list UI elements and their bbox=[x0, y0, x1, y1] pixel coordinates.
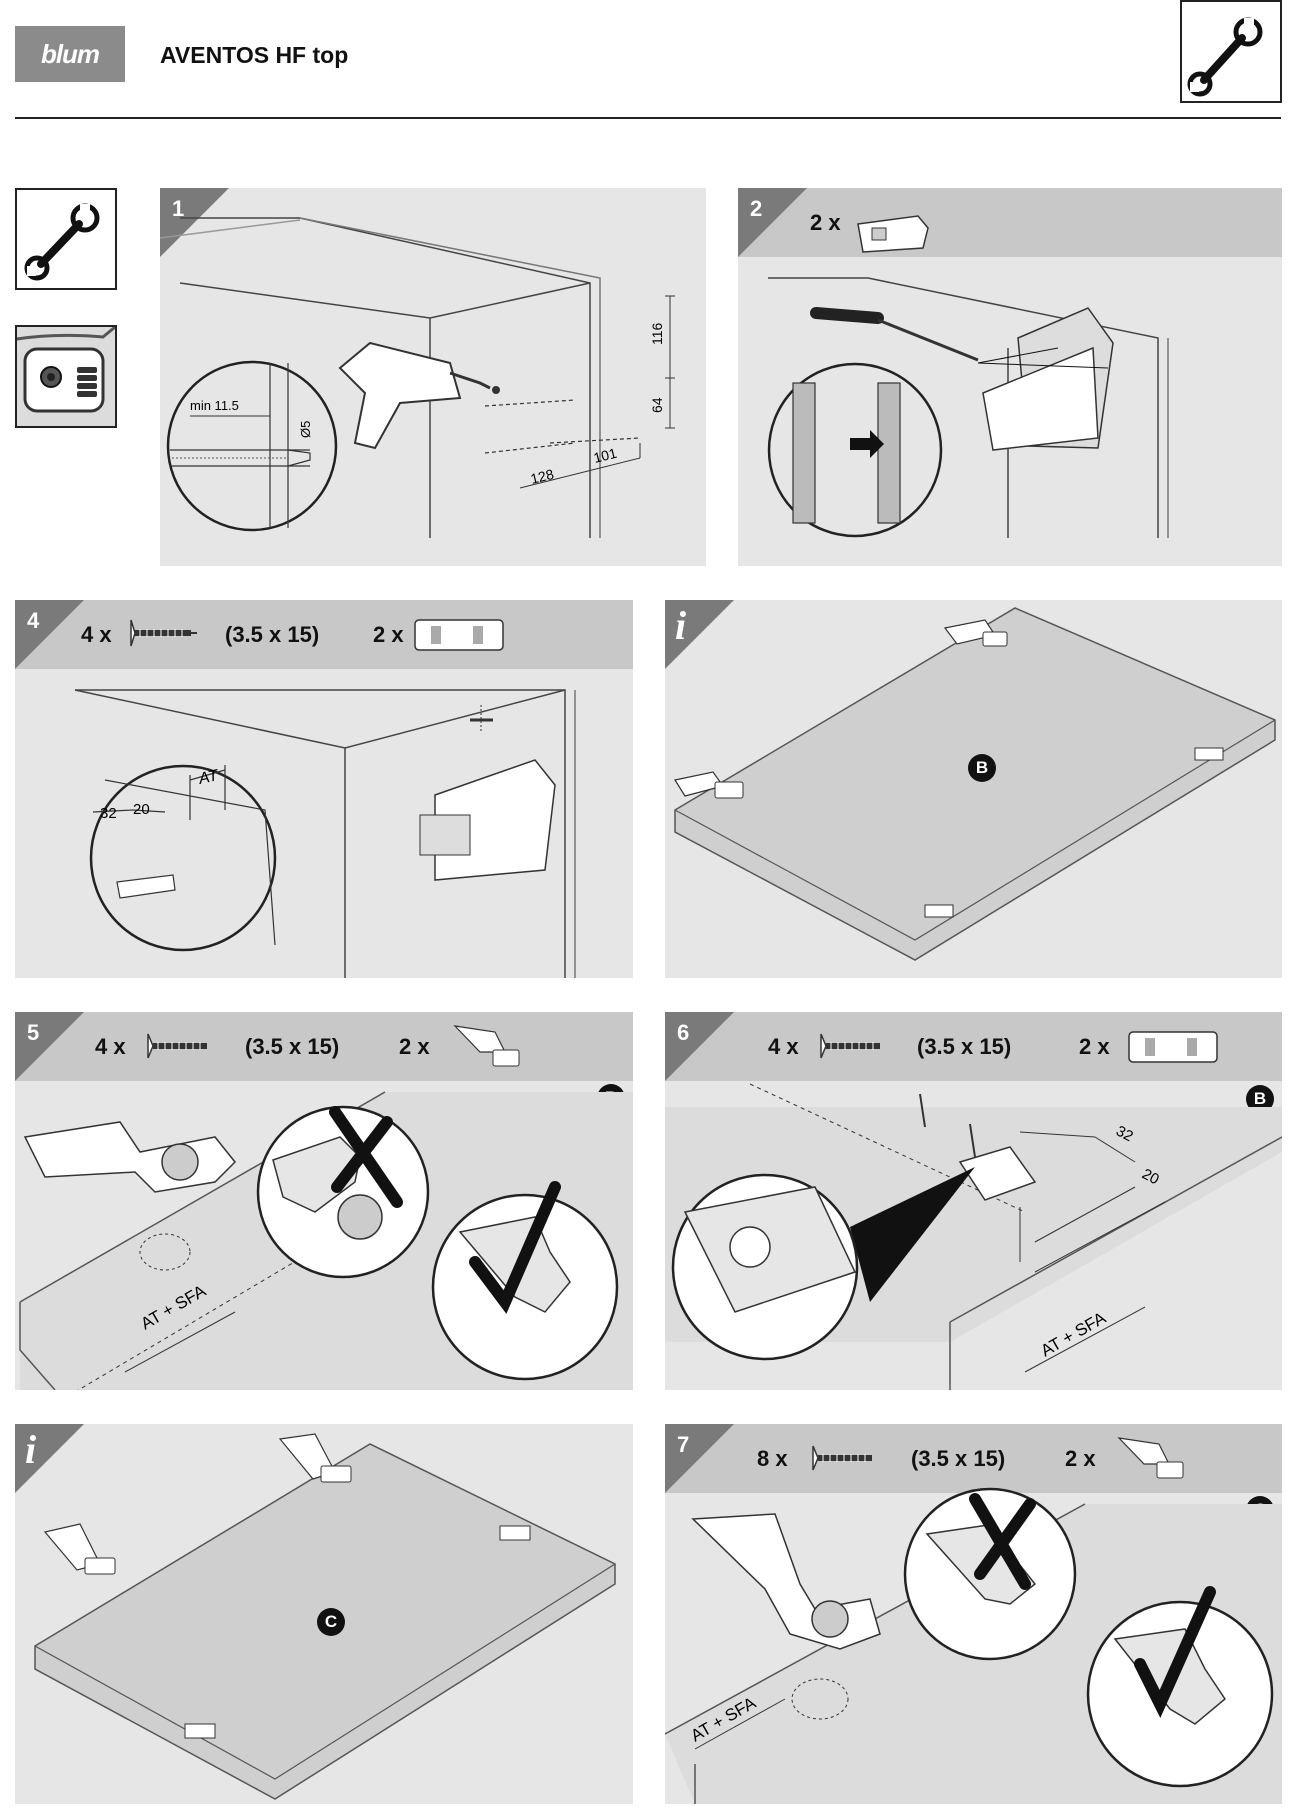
plate-mounting-illustration: 32 20 AT + SFA bbox=[665, 1031, 1282, 1390]
dim-diameter-5: Ø5 bbox=[298, 421, 313, 438]
step-5-header bbox=[15, 1012, 633, 1081]
dim-at: AT bbox=[196, 767, 221, 788]
hinge-icon bbox=[943, 619, 1008, 647]
drilling-illustration: 116 64 128 101 min 11.5 Ø5 bbox=[160, 217, 675, 538]
step-number: 7 bbox=[677, 1432, 690, 1457]
mounting-plate-icon bbox=[414, 619, 504, 651]
screw-qty: 4 x bbox=[81, 622, 112, 647]
dim-128: 128 bbox=[529, 466, 556, 487]
dim-at-sfa: AT + SFA bbox=[1038, 1308, 1110, 1361]
lift-mechanism-icon bbox=[857, 215, 929, 253]
info-panel-c: i C bbox=[15, 1424, 633, 1804]
lift-mechanism-illustration bbox=[767, 215, 1169, 538]
screw-icon bbox=[130, 619, 197, 647]
panel-layout-illustration bbox=[674, 607, 1276, 961]
screw-size: (3.5 x 15) bbox=[225, 622, 320, 647]
info-icon: i bbox=[25, 1427, 37, 1472]
info-icon: i bbox=[675, 603, 687, 648]
mounting-plate-icon bbox=[184, 1723, 216, 1739]
step-badge-1 bbox=[160, 188, 229, 257]
dim-116: 116 bbox=[649, 322, 665, 345]
hinge-icon bbox=[674, 771, 744, 799]
dim-32: 32 bbox=[1113, 1123, 1136, 1146]
mounting-plate-icon bbox=[499, 1525, 531, 1541]
hinge-icon bbox=[453, 1025, 520, 1067]
cover-cap-icon bbox=[16, 325, 116, 413]
screw-size: (3.5 x 15) bbox=[245, 1034, 340, 1059]
mounting-plate-illustration: AT 32 20 bbox=[74, 619, 576, 978]
step-number: 1 bbox=[172, 196, 185, 221]
screw-icon bbox=[147, 1033, 207, 1059]
document-title: AVENTOS HF top bbox=[160, 42, 349, 68]
info-badge bbox=[665, 600, 734, 669]
info-panel-b: i B bbox=[665, 600, 1282, 978]
screw-size: (3.5 x 15) bbox=[917, 1034, 1012, 1059]
check-mark-icon bbox=[1134, 1586, 1216, 1719]
wrong-detail bbox=[256, 1105, 430, 1279]
hinge-qty: 2 x bbox=[1065, 1446, 1096, 1471]
mounting-plate-icon bbox=[924, 904, 954, 918]
step-4-panel: 4 4 x (3.5 x 15) 2 x bbox=[15, 600, 633, 978]
plate-qty: 2 x bbox=[373, 622, 404, 647]
hinge-qty: 2 x bbox=[399, 1034, 430, 1059]
hinge-mounting-illustration: AT + SFA bbox=[665, 1437, 1282, 1804]
dim-20: 20 bbox=[1139, 1166, 1162, 1189]
wrench-icon bbox=[1187, 17, 1263, 97]
step-number: 6 bbox=[677, 1020, 690, 1045]
screwdriver-icon bbox=[810, 307, 979, 362]
dim-32: 32 bbox=[100, 805, 117, 822]
dim-64: 64 bbox=[649, 397, 665, 413]
check-mark-icon bbox=[469, 1181, 561, 1314]
hinge-icon bbox=[43, 1523, 116, 1575]
mounting-plate-icon bbox=[1194, 747, 1224, 761]
info-badge bbox=[15, 1424, 84, 1493]
hinge-icon bbox=[1117, 1437, 1184, 1479]
step-badge-7 bbox=[665, 1424, 734, 1493]
hinge-mounting-illustration: AT + SFA bbox=[19, 1025, 633, 1390]
step-7-panel: 7 8 x (3.5 x 15) 2 x C AT + SFA bbox=[665, 1424, 1282, 1804]
drill-icon bbox=[338, 341, 500, 450]
screw-icon bbox=[812, 1445, 872, 1471]
screw-qty: 4 x bbox=[95, 1034, 126, 1059]
screw-qty: 8 x bbox=[757, 1446, 788, 1471]
step-6-panel: 6 4 x (3.5 x 15) 2 x B 32 20 AT + SFA bbox=[665, 1012, 1282, 1390]
cross-mark-icon bbox=[969, 1493, 1036, 1590]
blum-logo: blum bbox=[15, 26, 125, 82]
step-badge-6 bbox=[665, 1012, 734, 1081]
position-badge-c: C bbox=[317, 1608, 345, 1636]
step-2-panel: 2 2 x bbox=[738, 188, 1282, 566]
step-5-panel: 5 4 x (3.5 x 15) 2 x B AT + SFA bbox=[15, 1012, 633, 1390]
detail-magnifier bbox=[166, 360, 338, 532]
dim-min-11-5: min 11.5 bbox=[190, 398, 239, 413]
hinge-icon bbox=[278, 1433, 352, 1483]
step-number: 5 bbox=[27, 1020, 40, 1045]
header-divider bbox=[15, 117, 1281, 119]
cross-mark-icon bbox=[329, 1106, 403, 1208]
wrench-icon bbox=[24, 203, 100, 281]
screw-size: (3.5 x 15) bbox=[911, 1446, 1006, 1471]
position-badge-b: B bbox=[968, 754, 996, 782]
step-badge-2 bbox=[738, 188, 807, 257]
step-badge-5 bbox=[15, 1012, 84, 1081]
step-badge-4 bbox=[15, 600, 84, 669]
detail-magnifier bbox=[89, 764, 277, 952]
step-1-panel: 1 116 64 128 101 bbox=[160, 188, 706, 566]
step-number: 4 bbox=[27, 608, 40, 633]
cover-cap-box bbox=[15, 325, 117, 428]
brand-name: blum bbox=[40, 38, 100, 69]
lift-qty: 2 x bbox=[810, 210, 841, 235]
dim-101: 101 bbox=[592, 445, 619, 466]
step-number: 2 bbox=[750, 196, 763, 221]
mounting-plate-icon bbox=[1128, 1031, 1218, 1063]
screw-qty: 4 x bbox=[768, 1034, 799, 1059]
step-7-header bbox=[665, 1424, 1282, 1493]
dim-20: 20 bbox=[133, 801, 150, 818]
header-wrench-box bbox=[1180, 0, 1282, 103]
step-4-header bbox=[15, 600, 633, 669]
tool-wrench-box bbox=[15, 188, 117, 290]
screw-icon bbox=[820, 1033, 880, 1059]
plate-qty: 2 x bbox=[1079, 1034, 1110, 1059]
step-2-header bbox=[738, 188, 1282, 257]
